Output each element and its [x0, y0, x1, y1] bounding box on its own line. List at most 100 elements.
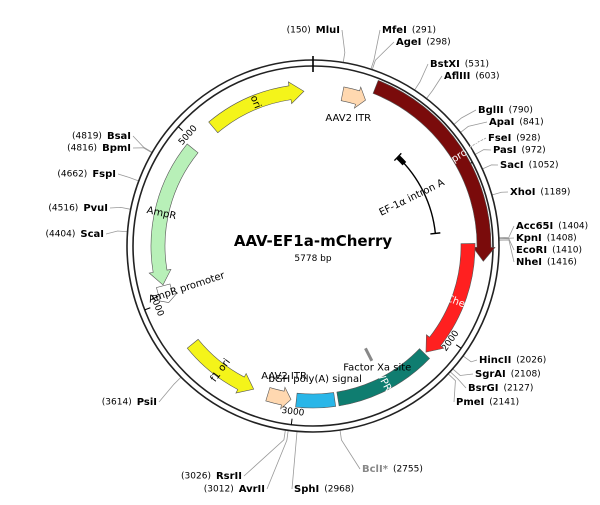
enzyme-name[interactable]: PasI [493, 145, 516, 156]
enzyme-name[interactable]: EcoRI [516, 245, 547, 256]
enzyme-name[interactable]: SgrAI [475, 369, 506, 380]
enzyme-xhoi[interactable]: XhoI(1189) [510, 187, 570, 198]
enzyme-position: (4819) [72, 132, 102, 142]
enzyme-name[interactable]: Acc65I [516, 221, 553, 232]
feature-wpre[interactable]: WPRE [336, 348, 431, 407]
enzyme-name[interactable]: RsrII [216, 471, 242, 482]
feature-label: bGH poly(A) signal [268, 374, 361, 385]
enzyme-name[interactable]: ScaI [80, 229, 104, 240]
enzyme-name[interactable]: NheI [516, 257, 542, 268]
enzyme-pvui[interactable]: PvuI(4516) [48, 203, 108, 214]
plasmid-size: 5778 bp [294, 254, 331, 264]
enzyme-psii[interactable]: PsiI (3614) [102, 397, 157, 408]
tick-mark [455, 344, 462, 349]
enzyme-name[interactable]: KpnI [516, 233, 542, 244]
enzyme-mlui[interactable]: MluI(150) [287, 25, 340, 36]
enzyme-leader [498, 225, 515, 239]
enzyme-pmei[interactable]: PmeI (2141) [456, 397, 519, 408]
enzyme-hincii[interactable]: HincII(2026) [479, 355, 546, 366]
enzyme-position: (603) [475, 72, 499, 82]
enzyme-name[interactable]: FseI [488, 133, 511, 144]
enzyme-bcli[interactable]: BclI* (2755) [362, 464, 423, 475]
plasmid-backbone [126, 56, 500, 433]
enzyme-name[interactable]: BsrGI [468, 383, 498, 394]
enzyme-name[interactable]: ApaI [489, 117, 514, 128]
enzyme-leader [498, 239, 515, 263]
enzyme-leader [291, 431, 298, 490]
enzyme-fspi[interactable]: FspI(4662) [57, 169, 116, 180]
enzyme-position: (3614) [102, 398, 132, 408]
enzyme-name[interactable]: SphI [294, 484, 319, 495]
enzyme-name[interactable]: AgeI [396, 37, 421, 48]
enzyme-name[interactable]: AflIII [444, 71, 470, 82]
enzyme-apai[interactable]: ApaI(841) [489, 117, 544, 128]
enzyme-bstxi[interactable]: BstXI(531) [430, 59, 489, 70]
enzyme-bpmi[interactable]: BpmI(4816) [67, 143, 131, 154]
enzyme-leader [132, 147, 153, 154]
feature-arrow[interactable] [372, 79, 496, 262]
feature-f1-ori[interactable]: f1 ori [186, 338, 255, 394]
feature-arrow[interactable] [265, 386, 292, 410]
enzyme-name[interactable]: BpmI [102, 143, 131, 154]
annotation-label: EF-1α intron A [378, 177, 447, 218]
enzyme-leader [449, 371, 467, 389]
enzyme-ecori[interactable]: EcoRI (1410) [516, 245, 582, 256]
enzyme-saci[interactable]: SacI(1052) [500, 160, 559, 171]
enzyme-pasi[interactable]: PasI (972) [493, 145, 546, 156]
enzyme-name[interactable]: PmeI [456, 397, 484, 408]
feature-arrow[interactable] [336, 348, 431, 407]
enzyme-mfei[interactable]: MfeI(291) [382, 25, 436, 36]
enzyme-bsrgi[interactable]: BsrGI(2127) [468, 383, 533, 394]
enzyme-rsrii[interactable]: RsrII(3026) [181, 471, 242, 482]
enzyme-leader [470, 137, 487, 148]
enzyme-leader [339, 429, 361, 470]
enzyme-agei[interactable]: AgeI(298) [396, 37, 451, 48]
enzyme-bglii[interactable]: BglII(790) [478, 105, 533, 116]
enzyme-position: (2141) [489, 398, 519, 408]
enzyme-name[interactable]: MluI [316, 25, 340, 36]
feature-arrow[interactable] [425, 243, 476, 353]
feature-arrow[interactable] [154, 283, 178, 303]
enzyme-sgrai[interactable]: SgrAI(2108) [475, 369, 541, 380]
enzyme-fsei[interactable]: FseI (928) [488, 133, 541, 144]
feature-arrow[interactable] [186, 338, 255, 394]
enzyme-name[interactable]: PsiI [137, 397, 157, 408]
enzyme-sphi[interactable]: SphI(2968) [294, 484, 354, 495]
feature-ampr[interactable]: AmpR [146, 143, 199, 286]
enzyme-name[interactable]: HincII [479, 355, 511, 366]
feature-ori[interactable]: ori [208, 81, 305, 134]
enzyme-afliii[interactable]: AflIII (603) [444, 71, 500, 82]
feature-arrow[interactable] [340, 86, 366, 109]
enzyme-position: (928) [516, 134, 540, 144]
enzyme-avrii[interactable]: AvrII(3012) [204, 484, 265, 495]
enzyme-name[interactable]: BglII [478, 105, 504, 116]
enzyme-name[interactable]: SacI [500, 160, 524, 171]
enzyme-nhei[interactable]: NheI(1416) [516, 257, 577, 268]
enzyme-leader [453, 109, 477, 125]
feature-bgh[interactable]: bGH poly(A) signal [268, 374, 362, 409]
enzyme-name[interactable]: BstXI [430, 59, 460, 70]
enzyme-name[interactable]: FspI [92, 169, 116, 180]
feature-arrow[interactable] [148, 143, 199, 286]
enzyme-name[interactable]: MfeI [382, 25, 407, 36]
enzyme-acc65i[interactable]: Acc65I (1404) [516, 221, 588, 232]
enzyme-name[interactable]: XhoI [510, 187, 535, 198]
enzyme-name[interactable]: BclI* [362, 464, 389, 475]
enzyme-name[interactable]: AvrII [239, 484, 265, 495]
enzyme-position: (1404) [558, 222, 588, 232]
feature-arrow[interactable] [208, 81, 305, 134]
enzyme-position: (1410) [552, 246, 582, 256]
enzyme-bsai[interactable]: BsaI (4819) [72, 131, 131, 142]
enzyme-name[interactable]: PvuI [83, 203, 108, 214]
enzyme-position: (972) [521, 146, 545, 156]
feature-aav2-itr-1[interactable]: AAV2 ITR [325, 86, 371, 124]
enzyme-kpni[interactable]: KpnI(1408) [516, 233, 577, 244]
enzyme-name[interactable]: BsaI [107, 131, 131, 142]
enzyme-scai[interactable]: ScaI(4404) [45, 229, 104, 240]
enzyme-position: (2755) [393, 465, 423, 475]
feature-aav2-itr-2[interactable]: AAV2 ITR [261, 371, 307, 410]
feature-arrow[interactable] [295, 392, 336, 409]
enzyme-leader [243, 429, 286, 477]
